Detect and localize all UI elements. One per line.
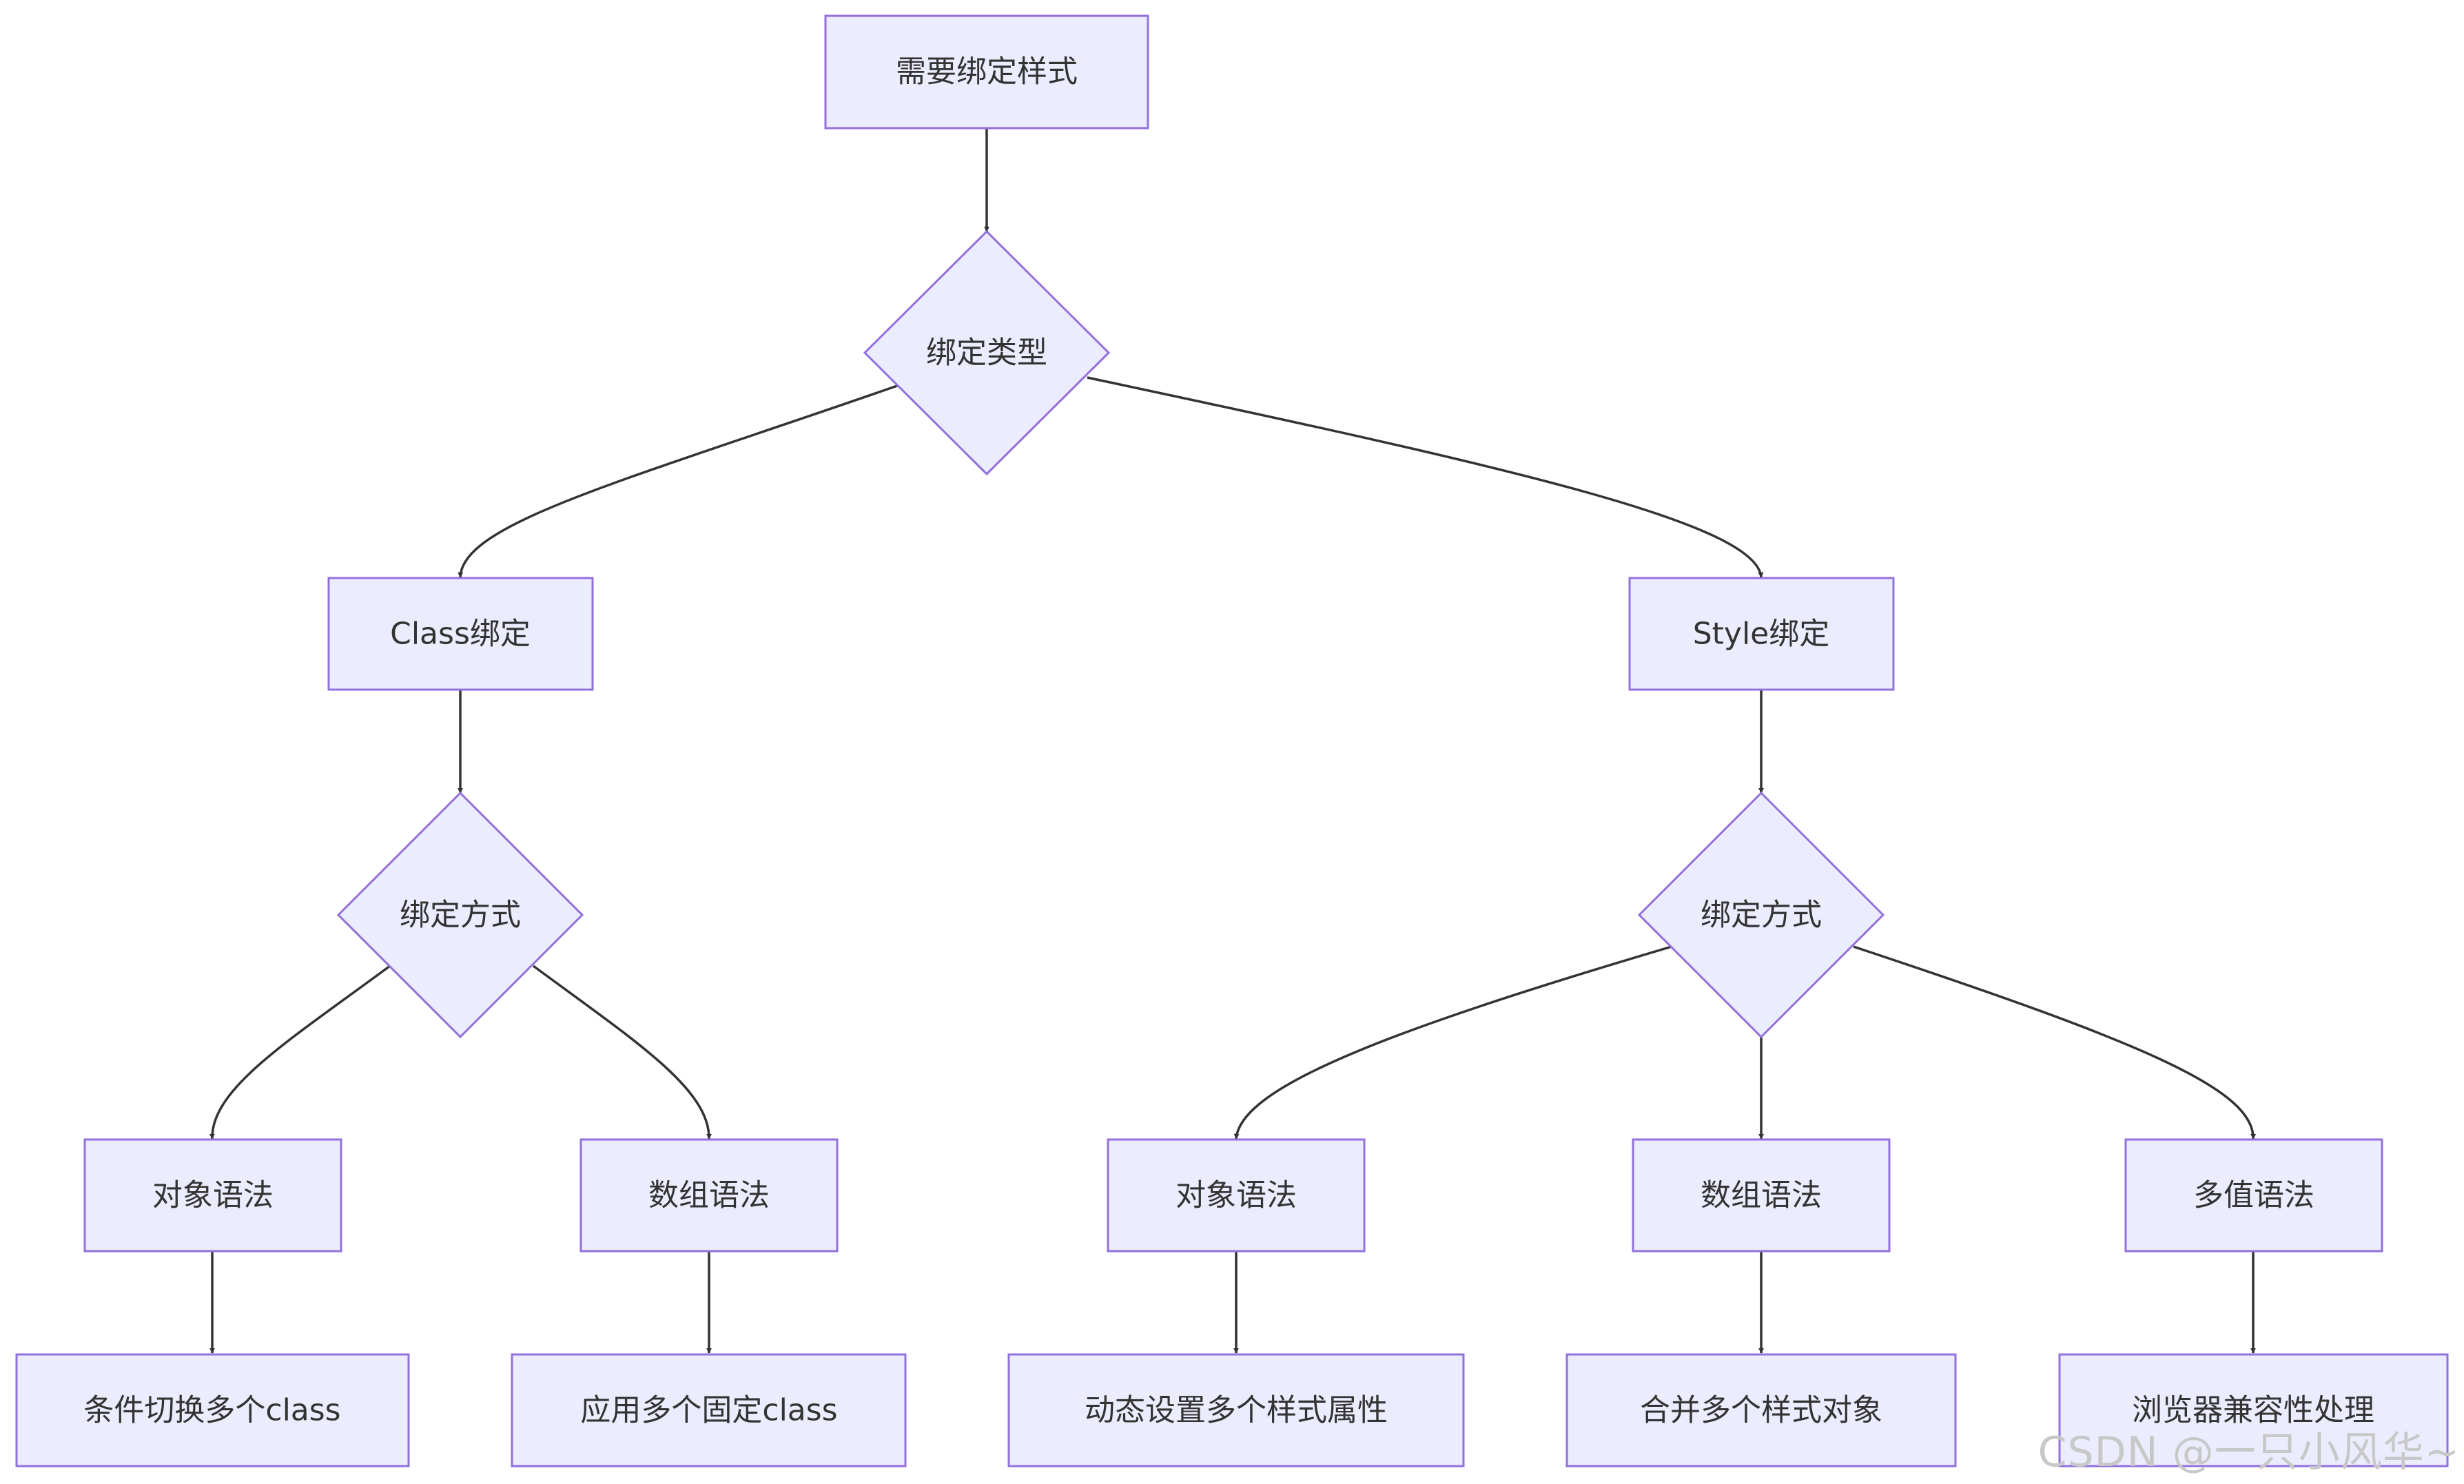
node-style-object-label: 对象语法 [1175,1178,1297,1213]
node-class-array-label: 数组语法 [648,1178,770,1213]
node-style-multi: 多值语法 [2124,1138,2383,1253]
node-bind-type: 绑定类型 [863,229,1111,476]
node-style-array-desc-label: 合并多个样式对象 [1640,1393,1882,1428]
node-bind-type-label: 绑定类型 [926,336,1047,371]
node-class-object-desc: 条件切换多个class [15,1353,410,1467]
node-style-method: 绑定方式 [1637,791,1885,1039]
node-style-multi-label: 多值语法 [2193,1178,2314,1213]
node-class-object: 对象语法 [83,1138,342,1253]
edge-style-method-to-style-multi [1853,945,2257,1140]
node-class-method-label: 绑定方式 [400,898,521,933]
edge-bind-type-to-style-bind [1087,376,1764,578]
node-style-object: 对象语法 [1107,1138,1366,1253]
node-style-bind-label: Style绑定 [1693,617,1830,652]
node-class-method: 绑定方式 [336,791,584,1039]
node-style-object-desc-label: 动态设置多个样式属性 [1085,1393,1388,1428]
node-class-array-desc: 应用多个固定class [511,1353,907,1467]
node-class-object-desc-label: 条件切换多个class [83,1393,340,1428]
edge-bind-type-to-class-bind [458,384,898,578]
node-root-label: 需要绑定样式 [896,54,1078,90]
node-style-method-label: 绑定方式 [1701,898,1822,933]
node-class-array-desc-label: 应用多个固定class [580,1393,837,1428]
watermark: CSDN @一只小风华~ [2037,1428,2460,1476]
edge-class-method-to-class-object [209,965,391,1140]
edge-class-method-to-class-array [532,965,712,1140]
node-style-array-label: 数组语法 [1701,1178,1822,1213]
node-style-multi-desc: 浏览器兼容性处理 [2058,1353,2449,1467]
edge-style-method-to-style-object [1233,945,1672,1140]
node-class-bind: Class绑定 [327,577,594,691]
node-style-array: 数组语法 [1632,1138,1891,1253]
node-style-object-desc: 动态设置多个样式属性 [1007,1353,1465,1467]
node-style-bind: Style绑定 [1628,577,1895,691]
node-class-array: 数组语法 [579,1138,839,1253]
node-style-array-desc: 合并多个样式对象 [1565,1353,1957,1467]
node-class-object-label: 对象语法 [152,1178,274,1213]
node-class-bind-label: Class绑定 [390,617,531,652]
node-root: 需要绑定样式 [824,14,1149,130]
node-style-multi-desc-label: 浏览器兼容性处理 [2132,1393,2374,1428]
edges [209,128,2257,1354]
